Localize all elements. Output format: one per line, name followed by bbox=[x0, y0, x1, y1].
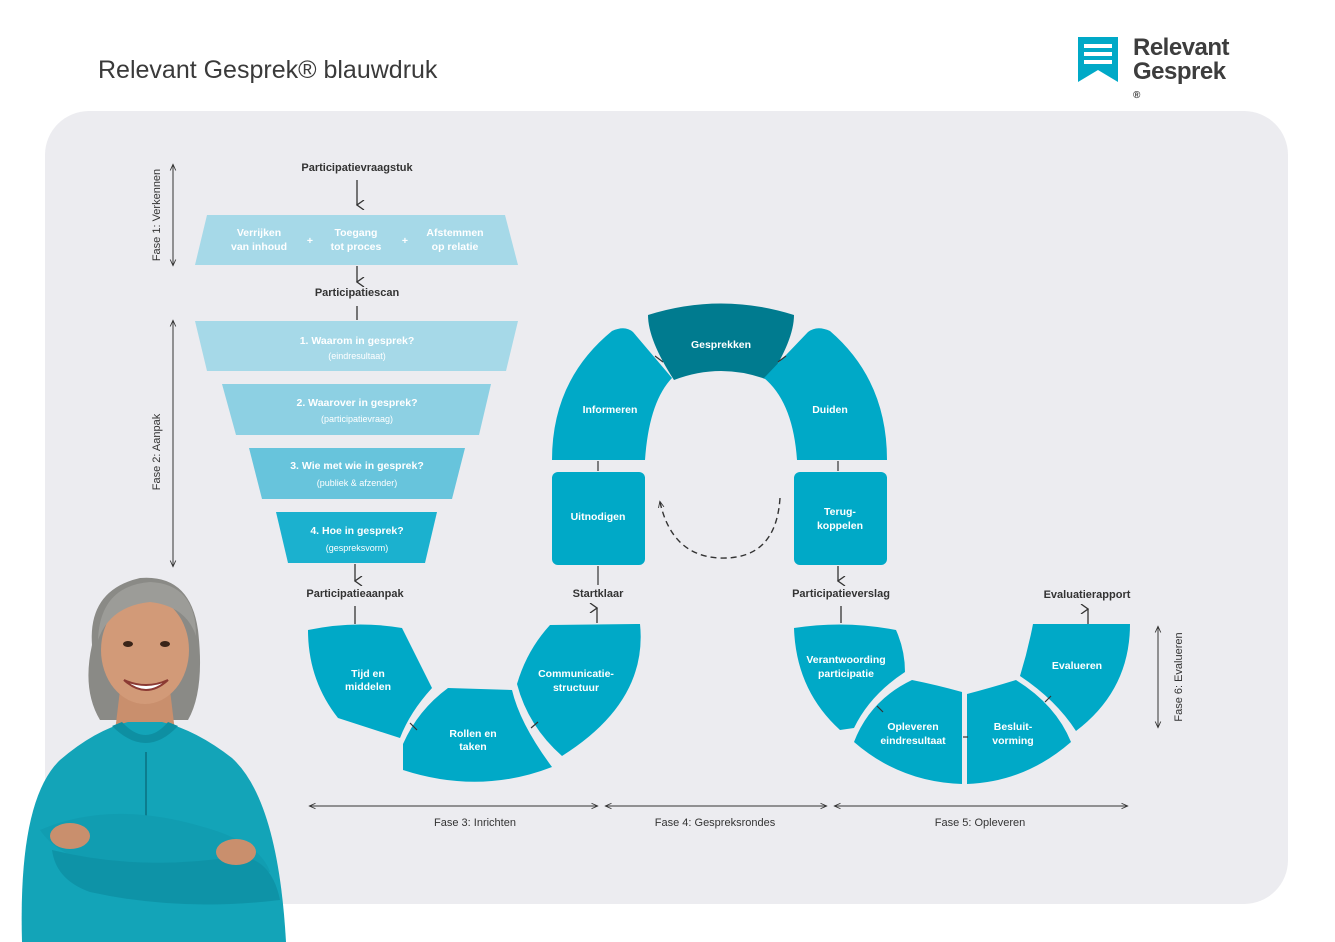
logo-registered: ® bbox=[1133, 90, 1140, 101]
funnel-step-1-title: 1. Waarom in gesprek? bbox=[300, 335, 415, 347]
portrait-photo bbox=[21, 577, 287, 942]
label-evaluatierapport: Evaluatierapport bbox=[1044, 589, 1131, 601]
verkennen-item-1-line-2: van inhoud bbox=[231, 241, 287, 253]
segment-tijd-en-middelen: Tijd en middelen bbox=[308, 624, 432, 738]
duiden-label: Duiden bbox=[812, 404, 848, 416]
funnel-step-4-sub: (gespreksvorm) bbox=[326, 543, 389, 553]
phase-4-label: Fase 4: Gespreksrondes bbox=[655, 817, 776, 829]
funnel-step-3-title: 3. Wie met wie in gesprek? bbox=[290, 460, 424, 472]
label-participatievraagstuk: Participatievraagstuk bbox=[301, 162, 413, 174]
informeren-label: Informeren bbox=[583, 404, 638, 416]
page-title: Relevant Gesprek® blauwdruk bbox=[98, 56, 438, 84]
plus-sign: + bbox=[307, 235, 313, 247]
segment-eindresultaat: Opleveren eindresultaat bbox=[854, 680, 962, 784]
segment-uitnodigen: Uitnodigen bbox=[552, 472, 645, 565]
segment-communicatiestructuur: Communicatie- structuur bbox=[517, 624, 641, 756]
rollen-line-1: Rollen en bbox=[449, 728, 496, 740]
segment-informeren: Informeren bbox=[552, 328, 672, 460]
segment-gesprekken: Gesprekken bbox=[648, 303, 794, 380]
phase-1-bracket: Fase 1: Verkennen bbox=[151, 165, 173, 265]
funnel-step-4-title: 4. Hoe in gesprek? bbox=[310, 525, 403, 537]
phase-2-bracket: Fase 2: Aanpak bbox=[151, 321, 173, 566]
funnel-step-4: 4. Hoe in gesprek? (gespreksvorm) bbox=[276, 512, 437, 563]
label-participatiescan: Participatiescan bbox=[315, 287, 400, 299]
phase-6-label: Fase 6: Evalueren bbox=[1173, 632, 1185, 721]
terugkoppelen-line-1: Terug- bbox=[824, 506, 856, 518]
phase-6-bracket: Fase 6: Evalueren bbox=[1158, 627, 1185, 727]
phase-5-label: Fase 5: Opleveren bbox=[935, 817, 1026, 829]
gesprekken-label: Gesprekken bbox=[691, 339, 751, 351]
verantwoording-line-1: Verantwoording bbox=[806, 654, 885, 666]
eindresultaat-line-2: eindresultaat bbox=[880, 735, 946, 747]
segment-duiden: Duiden bbox=[764, 328, 887, 460]
rollen-line-2: taken bbox=[459, 741, 486, 753]
label-participatieverslag: Participatieverslag bbox=[792, 588, 890, 600]
phase-2-label: Fase 2: Aanpak bbox=[151, 413, 163, 490]
phase-1-label: Fase 1: Verkennen bbox=[151, 169, 163, 261]
cycle-arrow bbox=[660, 497, 781, 559]
tijd-line-1: Tijd en bbox=[351, 668, 385, 680]
tijd-line-2: middelen bbox=[345, 681, 391, 693]
funnel-step-1: 1. Waarom in gesprek? (eindresultaat) bbox=[195, 321, 518, 371]
segment-besluitvorming: Besluit- vorming bbox=[967, 680, 1071, 784]
terugkoppelen-line-2: koppelen bbox=[817, 520, 863, 532]
funnel-step-2-title: 2. Waarover in gesprek? bbox=[297, 397, 418, 409]
verkennen-item-1-line-1: Verrijken bbox=[237, 227, 281, 239]
funnel-step-1-sub: (eindresultaat) bbox=[328, 351, 386, 361]
plus-sign: + bbox=[402, 235, 408, 247]
besluitvorming-line-1: Besluit- bbox=[994, 721, 1033, 733]
eindresultaat-line-1: Opleveren bbox=[887, 721, 938, 733]
verantwoording-line-2: participatie bbox=[818, 668, 874, 680]
communicatie-line-1: Communicatie- bbox=[538, 668, 614, 680]
phase-3-label: Fase 3: Inrichten bbox=[434, 817, 516, 829]
verkennen-item-2-line-1: Toegang bbox=[335, 227, 378, 239]
segment-evalueren: Evalueren bbox=[1020, 624, 1130, 731]
funnel-step-2: 2. Waarover in gesprek? (participatievra… bbox=[222, 384, 491, 435]
funnel-step-2-sub: (participatievraag) bbox=[321, 414, 393, 424]
label-participatieaanpak: Participatieaanpak bbox=[306, 588, 404, 600]
communicatie-line-2: structuur bbox=[553, 682, 599, 694]
verkennen-item-3-line-1: Afstemmen bbox=[426, 227, 483, 239]
logo-bookmark-icon bbox=[1078, 37, 1118, 82]
evalueren-label: Evalueren bbox=[1052, 660, 1102, 672]
segment-terugkoppelen: Terug- koppelen bbox=[794, 472, 887, 565]
besluitvorming-line-2: vorming bbox=[992, 735, 1033, 747]
verkennen-item-3-line-2: op relatie bbox=[432, 241, 479, 253]
funnel-step-3: 3. Wie met wie in gesprek? (publiek & af… bbox=[249, 448, 465, 499]
logo-word-1: Relevant bbox=[1133, 34, 1230, 61]
verkennen-item-2-line-2: tot proces bbox=[331, 241, 382, 253]
uitnodigen-label: Uitnodigen bbox=[571, 511, 626, 523]
phase-3-bracket: Fase 3: Inrichten bbox=[310, 806, 597, 829]
logo-word-2: Gesprek bbox=[1133, 58, 1226, 85]
verkennen-block: Verrijken van inhoud + Toegang tot proce… bbox=[195, 215, 518, 265]
label-startklaar: Startklaar bbox=[573, 588, 624, 600]
funnel-step-3-sub: (publiek & afzender) bbox=[317, 478, 398, 488]
phase-5-bracket: Fase 5: Opleveren bbox=[835, 806, 1127, 829]
segment-verantwoording: Verantwoording participatie bbox=[794, 624, 905, 730]
segment-rollen-en-taken: Rollen en taken bbox=[403, 688, 552, 782]
phase-4-bracket: Fase 4: Gespreksrondes bbox=[606, 806, 826, 829]
